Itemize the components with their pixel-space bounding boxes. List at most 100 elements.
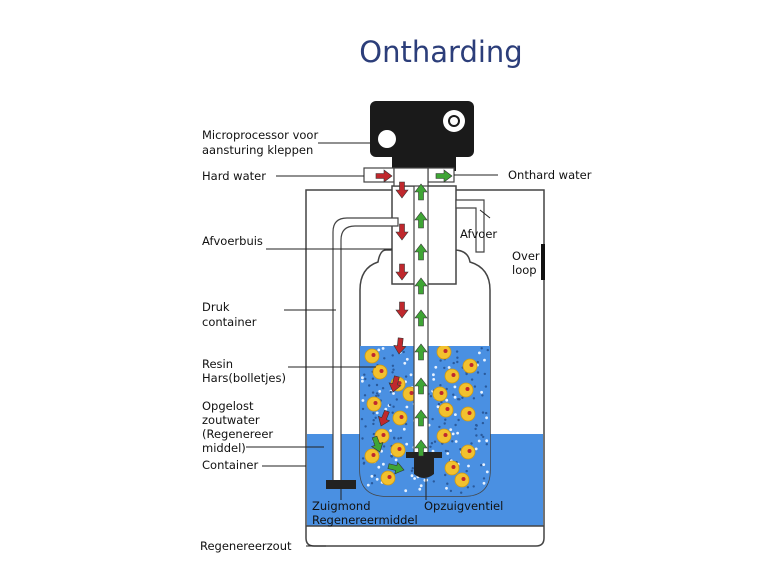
resin-speck: [472, 485, 475, 488]
label-afvoerbuis: Afvoerbuis: [202, 234, 263, 248]
resin-speck: [434, 365, 438, 369]
resin-beads: [364, 346, 478, 488]
resin-speck: [459, 448, 462, 451]
resin-speck: [439, 359, 442, 362]
resin-speck: [456, 431, 459, 435]
resin-speck: [440, 400, 443, 404]
resin-speck: [411, 467, 414, 470]
label-opgelost-line2: zoutwater: [202, 413, 260, 427]
resin-speck: [388, 403, 392, 407]
resin-speck: [375, 394, 378, 398]
controller-indicator-icon: [378, 130, 396, 148]
resin-speck: [410, 469, 414, 472]
resin-speck: [444, 418, 447, 421]
resin-speck: [470, 378, 474, 381]
resin-speck: [372, 412, 375, 415]
resin-speck: [389, 429, 392, 432]
resin-speck: [364, 377, 367, 381]
down-arrow-icon: [395, 263, 409, 281]
label-zuigmond-line1: Zuigmond: [312, 499, 371, 513]
flow-arrow-icon: [387, 461, 405, 475]
resin-speck: [481, 421, 485, 425]
resin-speck: [465, 469, 468, 473]
resin-speck: [432, 480, 435, 483]
resin-speck: [383, 357, 386, 360]
resin-speck: [373, 474, 376, 477]
resin-speck: [392, 392, 395, 395]
resin-speck: [393, 437, 396, 440]
resin-speck: [446, 450, 450, 453]
resin-speck: [381, 347, 385, 350]
resin-speck: [476, 371, 480, 374]
resin-speck: [482, 435, 485, 439]
label-overloop-line1: Over: [512, 249, 540, 263]
resin-bead-dot: [387, 475, 392, 479]
label-onthard-water: Onthard water: [508, 168, 592, 182]
diagram-title: Ontharding: [359, 35, 522, 69]
resin-speck: [446, 482, 449, 485]
resin-speck: [445, 486, 448, 490]
resin-speck: [405, 442, 409, 446]
resin-speck: [392, 405, 395, 408]
resin-speck: [363, 394, 367, 397]
up-arrow-icon: [414, 343, 428, 361]
resin-bead-dot: [379, 369, 384, 373]
up-arrow-icon: [414, 211, 428, 229]
resin-speck: [473, 385, 477, 388]
resin-speck: [472, 397, 476, 400]
resin-speck: [361, 407, 365, 411]
resin-speck: [474, 447, 478, 451]
resin-speck: [451, 432, 455, 436]
resin-bead-dot: [409, 391, 414, 395]
resin-speck: [481, 411, 485, 414]
resin-speck: [482, 477, 486, 480]
resin-bead-dot: [399, 415, 404, 419]
label-overloop-line2: loop: [512, 263, 537, 277]
inlet-arrow-icon: [375, 169, 393, 183]
resin-bead-dot: [439, 391, 444, 395]
resin-speck: [484, 385, 488, 388]
resin-speck: [391, 364, 395, 367]
resin-bead-dot: [445, 407, 450, 411]
down-arrow-icon: [393, 337, 407, 355]
resin-speck: [409, 373, 413, 377]
label-opzuigventiel: Opzuigventiel: [424, 499, 503, 513]
resin-bead-dot: [371, 353, 376, 357]
resin-speck: [455, 350, 459, 353]
label-druk-line2: container: [202, 315, 257, 329]
resin-speck: [366, 483, 370, 487]
resin-speck: [382, 462, 385, 466]
resin-speck: [477, 439, 481, 443]
resin-speck: [452, 361, 455, 365]
resin-bead-dot: [451, 465, 456, 469]
leader-lines: [246, 142, 498, 547]
resin-speck: [368, 384, 371, 387]
resin-speck: [429, 395, 433, 398]
resin-speck: [375, 411, 379, 415]
distributor-valve-icon: [406, 452, 442, 478]
resin-speck: [482, 463, 486, 466]
resin-speck: [470, 442, 473, 445]
up-arrow-icon: [414, 183, 428, 201]
resin-speck: [476, 360, 479, 364]
resin-speck: [372, 432, 376, 436]
down-flow-arrows: [370, 169, 409, 475]
resin-speck: [437, 402, 441, 406]
resin-bead-dot: [467, 411, 472, 415]
resin-speck: [485, 416, 488, 420]
drain-pipe: [455, 199, 485, 253]
resin-speck: [454, 440, 458, 443]
resin-speck: [399, 436, 403, 440]
resin-speck: [445, 398, 449, 402]
resin-speck: [480, 347, 483, 350]
label-regenereerzout: Regenereerzout: [200, 539, 292, 553]
resin-speck: [436, 405, 440, 409]
resin-speck: [451, 440, 454, 443]
resin-speck: [480, 390, 483, 394]
resin-speck: [447, 366, 451, 369]
resin-speck: [392, 368, 395, 371]
resin-speck: [377, 465, 381, 469]
resin-speck: [438, 425, 441, 429]
resin-speck: [474, 427, 477, 431]
resin-speck: [486, 348, 489, 352]
